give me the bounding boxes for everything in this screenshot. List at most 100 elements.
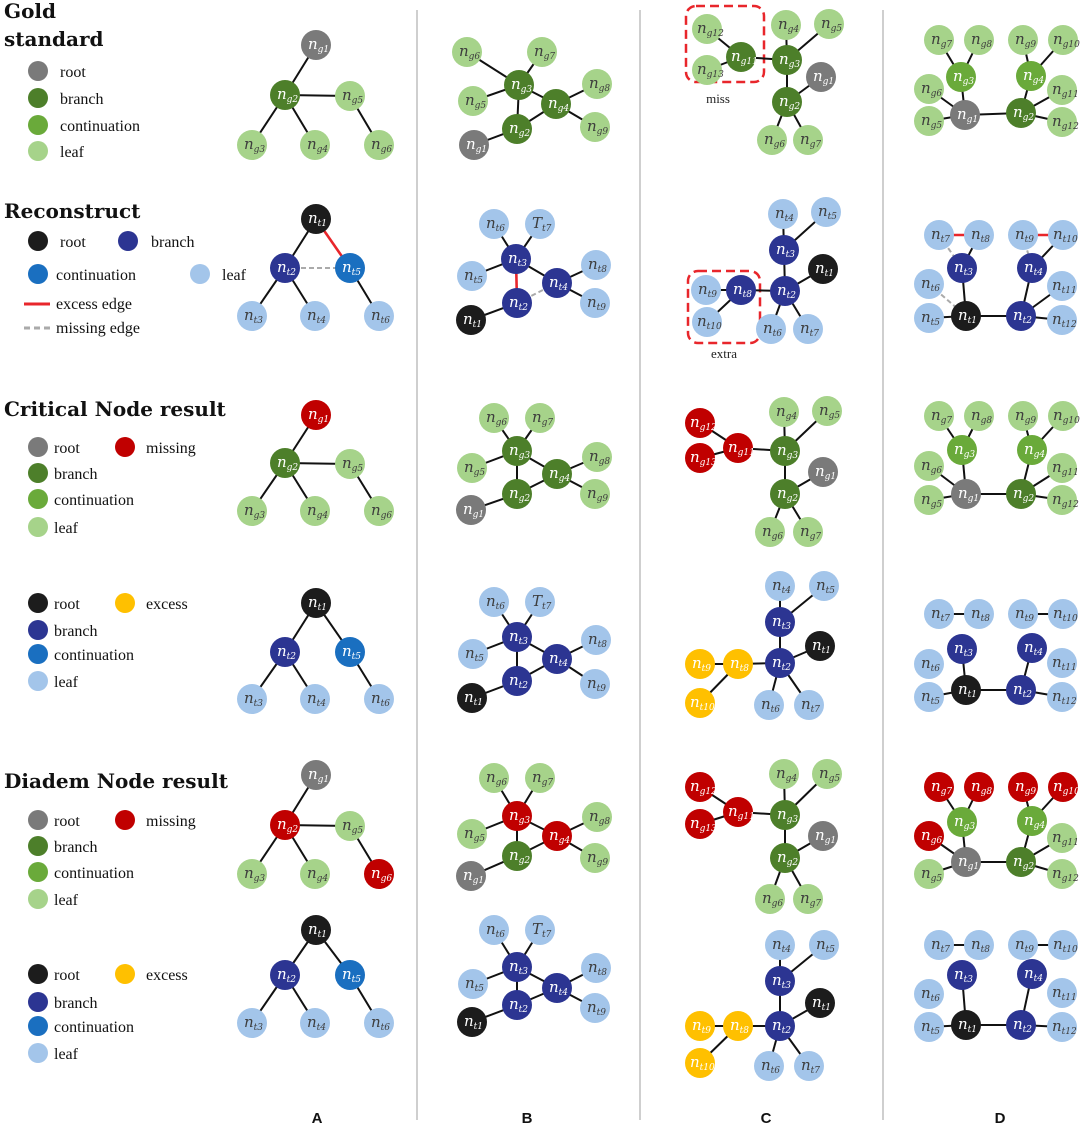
- node-t4: nt4: [1017, 253, 1047, 283]
- node-label-subscript: t4: [317, 1023, 327, 1033]
- node-g9: ng9: [1008, 772, 1038, 802]
- node-t6: nt6: [479, 209, 509, 239]
- node-circle: [770, 843, 800, 873]
- node-label-base: n: [931, 406, 941, 424]
- node-label-base: n: [549, 826, 559, 844]
- node-label-base: n: [730, 654, 740, 672]
- node-label-base: n: [815, 259, 825, 277]
- node-label-subscript: t2: [1023, 316, 1033, 326]
- node-label: ng12: [690, 777, 717, 797]
- node-label-subscript: g8: [599, 84, 611, 94]
- node-label: ng3: [509, 806, 530, 826]
- legend-dot-leaf: [190, 264, 210, 284]
- node-label-base: n: [464, 458, 474, 476]
- node-g13: ng13: [692, 55, 724, 85]
- node-label: nt4: [307, 1013, 326, 1033]
- node-label-subscript: g11: [738, 448, 755, 458]
- node-circle: [479, 763, 509, 793]
- node-label-base: n: [1052, 983, 1062, 1001]
- node-label-subscript: t2: [1023, 1025, 1033, 1035]
- node-g6: ng6: [479, 763, 509, 793]
- node-T7: Tt7: [525, 209, 555, 239]
- node-g9: ng9: [1008, 25, 1038, 55]
- node-t12: nt12: [1047, 305, 1077, 335]
- node-label-subscript: g10: [1063, 787, 1080, 797]
- node-circle: [542, 821, 572, 851]
- legend-label-leaf: leaf: [54, 1046, 79, 1063]
- node-label: nt9: [587, 293, 606, 313]
- node-t5: nt5: [809, 571, 839, 601]
- node-label-subscript: t2: [519, 1005, 529, 1015]
- node-g2: ng2: [1006, 847, 1036, 877]
- node-circle: [581, 953, 611, 983]
- node-label: ng1: [463, 500, 484, 520]
- legend-label-missing: missing: [146, 813, 196, 830]
- node-circle: [502, 801, 532, 831]
- node-label-base: n: [549, 978, 559, 996]
- node-circle: [809, 571, 839, 601]
- node-label-base: n: [511, 75, 521, 93]
- node-label-base: n: [772, 971, 782, 989]
- node-circle: [300, 859, 330, 889]
- node-label-subscript: t4: [559, 988, 569, 998]
- node-label: ng6: [921, 79, 942, 99]
- node-g8: ng8: [964, 401, 994, 431]
- node-label: nt9: [587, 998, 606, 1018]
- node-label: nt3: [244, 1013, 263, 1033]
- legend-dot-continuation: [28, 489, 48, 509]
- node-label: ng1: [308, 405, 329, 425]
- node-circle: [300, 684, 330, 714]
- node-label-subscript: t3: [782, 981, 792, 991]
- node-label: ng3: [779, 50, 800, 70]
- node-label-subscript: g5: [352, 826, 364, 836]
- node-label-base: n: [690, 814, 700, 832]
- node-circle: [765, 966, 795, 996]
- node-t1: nt1: [457, 1007, 487, 1037]
- node-g5: ng5: [812, 759, 842, 789]
- node-label: nt9: [692, 1016, 711, 1036]
- node-label: ng6: [921, 456, 942, 476]
- node-t9: nt9: [580, 993, 610, 1023]
- node-circle: [793, 125, 823, 155]
- node-circle: [1047, 859, 1077, 889]
- node-label-subscript: t5: [826, 945, 836, 955]
- node-label-subscript: g9: [597, 127, 609, 137]
- node-circle: [950, 100, 980, 130]
- node-label-base: n: [509, 627, 519, 645]
- node-label-base: n: [800, 522, 810, 540]
- node-label-subscript: g7: [810, 140, 822, 150]
- node-label-base: n: [762, 889, 772, 907]
- edges: [699, 773, 828, 900]
- node-label-subscript: g1: [318, 775, 330, 785]
- node-label: ng7: [931, 30, 952, 50]
- node-t9: nt9: [685, 1011, 715, 1041]
- node-label-subscript: g4: [559, 474, 571, 484]
- node-label-base: n: [921, 308, 931, 326]
- node-g6: ng6: [479, 403, 509, 433]
- node-g5: ng5: [914, 106, 944, 136]
- node-label-base: n: [1053, 777, 1063, 795]
- node-label-subscript: t7: [542, 224, 552, 234]
- node-label: nt4: [307, 689, 326, 709]
- node-label: nt1: [958, 680, 977, 700]
- node-g12: ng12: [1047, 107, 1079, 137]
- node-g12: ng12: [685, 772, 717, 802]
- node-t2: nt2: [502, 666, 532, 696]
- node-t11: nt11: [1047, 271, 1077, 301]
- node-label: nt7: [800, 319, 819, 339]
- node-label-base: n: [1052, 1017, 1062, 1035]
- node-label-base: n: [1024, 440, 1034, 458]
- legend-label-root: root: [54, 596, 80, 613]
- node-label-subscript: g6: [381, 145, 393, 155]
- extra-label: extra: [711, 346, 737, 361]
- node-label-subscript: t9: [702, 664, 712, 674]
- node-label: Tt7: [532, 920, 552, 940]
- node-t4: nt4: [1017, 959, 1047, 989]
- node-label-subscript: t7: [811, 705, 821, 715]
- node-label: nt3: [772, 612, 791, 632]
- node-label-base: n: [464, 266, 474, 284]
- node-label-base: n: [307, 1013, 317, 1031]
- node-label: ng9: [587, 848, 608, 868]
- node-label-base: n: [1024, 258, 1034, 276]
- node-circle: [947, 435, 977, 465]
